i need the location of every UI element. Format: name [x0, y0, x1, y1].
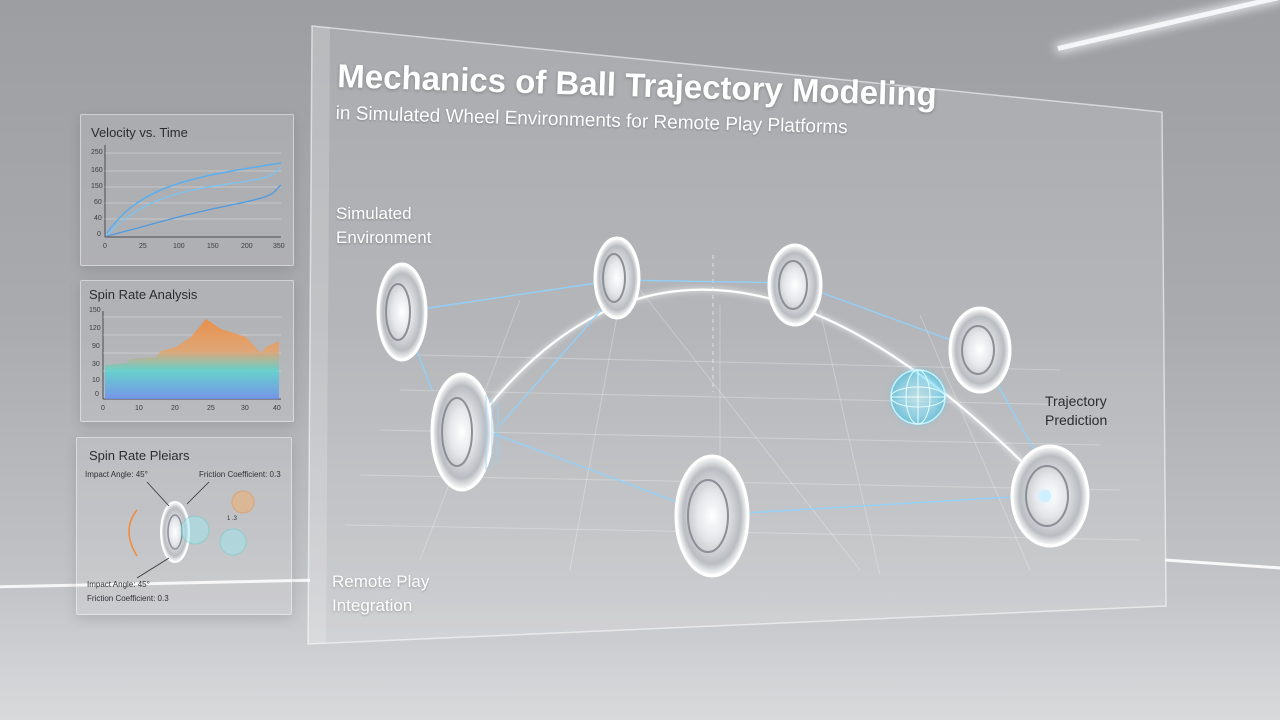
velocity-y-tick: 0 — [97, 231, 101, 238]
spin-panel-title: Spin Rate Analysis — [89, 287, 198, 302]
wheel-2 — [593, 236, 641, 320]
velocity-y-tick: 160 — [91, 167, 103, 174]
velocity-x-tick: 350 — [273, 243, 285, 250]
wheel-1 — [376, 262, 428, 362]
velocity-y-tick: 60 — [94, 199, 102, 206]
spin-y-tick: 120 — [89, 325, 101, 332]
spin-panel: Spin Rate Analysis 150 120 90 30 10 0 — [80, 280, 294, 422]
spin-y-tick: 150 — [89, 307, 101, 314]
impact-angle-bottom: Impact Angle: 45° — [87, 580, 150, 589]
spin-x-tick: 25 — [207, 405, 215, 412]
velocity-panel-title: Velocity vs. Time — [91, 125, 188, 140]
wheel-7 — [1010, 444, 1090, 548]
params-panel-title: Spin Rate Pleiars — [89, 448, 190, 463]
velocity-panel: Velocity vs. Time 250 160 150 60 40 0 0 … — [80, 114, 294, 266]
velocity-x-tick: 200 — [241, 243, 253, 250]
velocity-x-tick: 25 — [139, 243, 147, 250]
impact-angle-top: Impact Angle: 45° — [85, 470, 148, 479]
wheel-4 — [948, 306, 1012, 394]
floor — [0, 590, 1280, 720]
spin-y-tick: 30 — [92, 361, 100, 368]
velocity-x-tick: 100 — [173, 243, 185, 250]
velocity-y-tick: 150 — [91, 183, 103, 190]
spin-y-tick: 10 — [92, 377, 100, 384]
spin-x-tick: 10 — [135, 405, 143, 412]
wheel-3 — [767, 243, 823, 327]
spin-x-tick: 0 — [101, 405, 105, 412]
spin-chart — [102, 311, 281, 400]
trajectory-arc — [477, 288, 1046, 486]
velocity-x-tick: 150 — [207, 243, 219, 250]
wheel-5 — [430, 372, 499, 492]
spin-x-tick: 30 — [241, 405, 249, 412]
params-note: 1 .3 — [227, 516, 238, 522]
velocity-chart — [104, 145, 282, 238]
velocity-y-tick: 40 — [94, 215, 102, 222]
params-panel: Spin Rate Pleiars Impact Angle: 45° Fric… — [76, 437, 292, 615]
spin-y-tick: 0 — [95, 391, 99, 398]
spin-x-tick: 40 — [273, 405, 281, 412]
friction-top: Friction Coefficient: 0.3 — [199, 470, 281, 479]
params-diagram — [128, 481, 255, 579]
spin-y-tick: 90 — [92, 343, 100, 350]
ball-sphere — [890, 369, 946, 425]
friction-bottom: Friction Coefficient: 0.3 — [87, 594, 169, 603]
wheel-6 — [674, 454, 750, 578]
spin-x-tick: 20 — [171, 405, 179, 412]
velocity-x-tick: 0 — [103, 243, 107, 250]
velocity-y-tick: 250 — [91, 149, 103, 156]
